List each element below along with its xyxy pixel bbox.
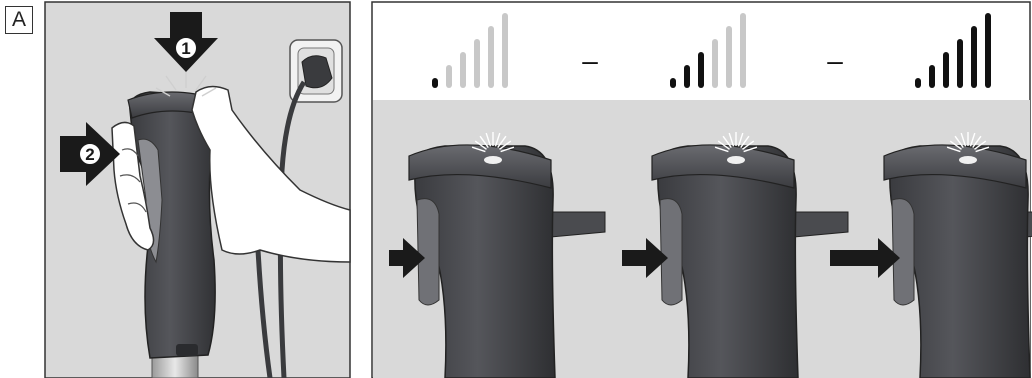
speed-bar <box>684 65 690 88</box>
separator-dash: – <box>582 45 598 76</box>
speed-bar <box>698 52 704 88</box>
speed-bar <box>432 78 438 88</box>
left-panel: 1 2 <box>45 2 350 378</box>
speed-bar <box>915 78 921 88</box>
speed-bar <box>488 26 494 88</box>
step-two-number: 2 <box>85 145 94 164</box>
step-one-number: 1 <box>181 39 190 58</box>
speed-bar <box>985 13 991 88</box>
speed-bar <box>502 13 508 88</box>
speed-bar <box>726 26 732 88</box>
blender-release-button <box>176 344 198 356</box>
speed-bar <box>712 39 718 88</box>
speed-bar <box>971 26 977 88</box>
separator-dash: – <box>827 45 843 76</box>
speed-bar <box>446 65 452 88</box>
speed-bar <box>740 13 746 88</box>
speed-bar <box>460 52 466 88</box>
right-panel: – – <box>372 2 1032 378</box>
speed-bar <box>474 39 480 88</box>
speed-bar <box>943 52 949 88</box>
speed-bar <box>929 65 935 88</box>
speed-bar <box>670 78 676 88</box>
speed-bar <box>957 39 963 88</box>
